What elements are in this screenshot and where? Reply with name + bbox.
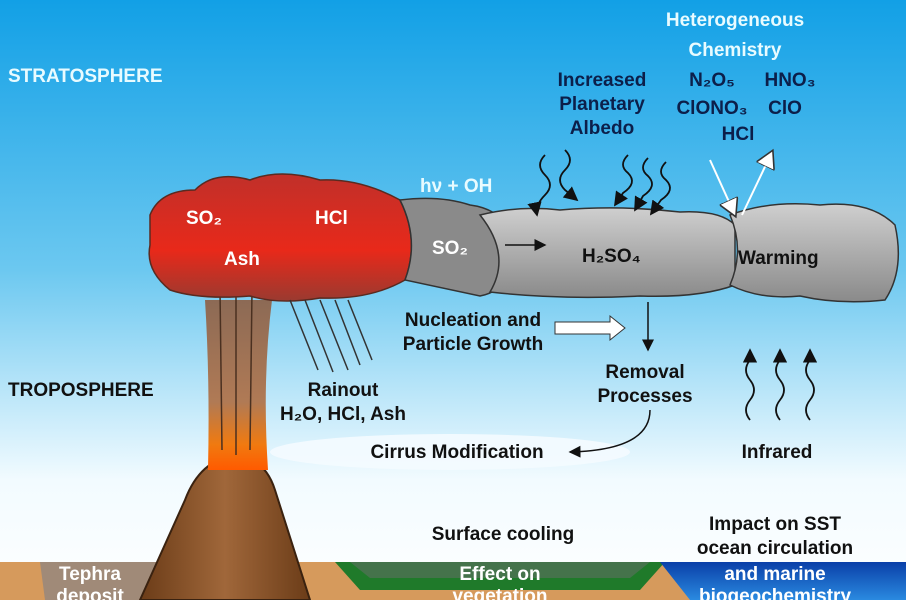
chemistry-title: Heterogeneous	[666, 10, 804, 31]
eruption-plume	[148, 173, 413, 302]
h2so4-label: H₂SO₄	[582, 246, 641, 267]
tephra-label: deposit	[56, 586, 124, 600]
cirrus-label: Cirrus Modification	[370, 442, 543, 463]
albedo-wavy-arrows	[527, 149, 671, 217]
sst-label: and marine	[724, 564, 825, 585]
tephra-label: Tephra	[59, 564, 121, 585]
rainout-label: Rainout	[308, 380, 379, 401]
sst-label: ocean circulation	[697, 538, 853, 559]
removal-label: Processes	[597, 386, 692, 407]
tephra-deposit	[40, 562, 160, 600]
species-n2o5: N₂O₅	[689, 70, 735, 91]
species-hno3: HNO₃	[764, 70, 815, 91]
infrared-label: Infrared	[742, 442, 813, 463]
ocean-area	[660, 562, 906, 600]
albedo-label: Increased Planetary Albedo	[558, 70, 647, 139]
sst-label: biogeochemistry	[699, 586, 851, 600]
albedo-line: Increased	[558, 70, 647, 91]
plume-ash-label: Ash	[224, 249, 260, 270]
nucleation-label: Particle Growth	[403, 334, 543, 355]
troposphere-label: TROPOSPHERE	[8, 380, 154, 401]
rainout-lines	[289, 299, 373, 373]
vegetation-label: vegetation	[452, 586, 547, 600]
species-hcl: HCl	[722, 124, 755, 145]
process-arrows	[505, 239, 654, 458]
rainout-label: H₂O, HCl, Ash	[280, 404, 406, 425]
chemistry-arrows	[709, 152, 772, 215]
column-streaks	[219, 289, 253, 455]
vegetation-label: Effect on	[459, 564, 540, 585]
chemistry-title: Chemistry	[689, 40, 782, 61]
plume-hcl-label: HCl	[315, 208, 348, 229]
albedo-line: Planetary	[559, 94, 645, 115]
photolysis-label: hν + OH	[420, 176, 492, 197]
warming-label: Warming	[738, 248, 819, 269]
cirrus-cloud	[270, 434, 630, 470]
so2-cloud-label: SO₂	[432, 238, 468, 259]
removal-label: Removal	[605, 362, 684, 383]
sst-label: Impact on SST	[709, 514, 841, 535]
nucleation-arrow	[554, 314, 626, 342]
heterogeneous-chemistry: Heterogeneous Chemistry N₂O₅ HNO₃ ClONO₃…	[666, 10, 816, 145]
nucleation-label: Nucleation and	[405, 310, 541, 331]
infrared-wavy-arrows	[742, 348, 818, 421]
plume-so2-label: SO₂	[186, 208, 222, 229]
warming-cloud	[729, 203, 900, 303]
surface-cooling-label: Surface cooling	[432, 524, 575, 545]
stratosphere-label: STRATOSPHERE	[8, 66, 163, 87]
albedo-line: Albedo	[570, 118, 634, 139]
species-clono3: ClONO₃	[676, 98, 747, 119]
eruption-column	[205, 300, 272, 470]
ground	[0, 562, 906, 600]
species-clo: ClO	[768, 98, 802, 119]
